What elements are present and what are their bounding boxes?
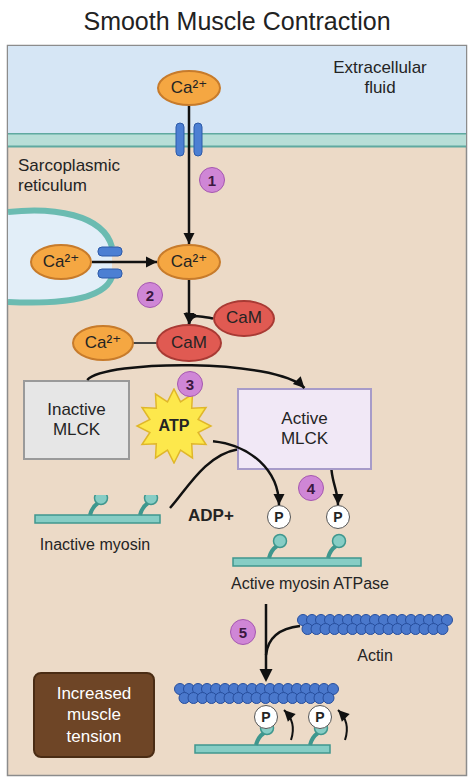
connector-line (189, 316, 213, 324)
connector-line (332, 470, 339, 505)
actin-filament: Actin (295, 612, 455, 670)
star-shape (137, 389, 211, 463)
node-text: Ca²⁺ (43, 252, 79, 272)
myosin-stalk (328, 546, 336, 558)
myosin-stalk (90, 503, 98, 515)
phosphate-circle: P (267, 505, 291, 529)
myosin-stalk (310, 733, 318, 745)
cell-membrane (8, 133, 466, 147)
pull-arrow-head (338, 710, 350, 722)
myosin-head (274, 535, 287, 548)
actin-bead (323, 693, 334, 704)
arrow-head (186, 312, 197, 324)
node-text: Active MLCK (265, 409, 345, 450)
arrow-head (184, 313, 195, 324)
diagram-title: Smooth Muscle Contraction (0, 7, 474, 36)
myosin-head (145, 495, 158, 505)
connector-arrow (184, 280, 195, 324)
actin-bead (437, 624, 448, 635)
calmodulin: CaM (156, 324, 222, 362)
arrow-head (274, 494, 285, 505)
callout-number: 5 (230, 619, 256, 645)
node-text: P (333, 509, 342, 526)
connector-arrow (170, 450, 237, 509)
myosin-stalk (256, 733, 264, 745)
node-text: P (261, 709, 270, 726)
callout-number: 3 (177, 371, 203, 397)
node-text: Ca²⁺ (171, 252, 207, 272)
reticulum-lumen (8, 211, 112, 303)
actin-merge-line (266, 626, 300, 655)
connector-line (170, 450, 237, 509)
step-arrow-shaft (265, 604, 268, 671)
arrow-head (146, 257, 157, 268)
myosin-bar (35, 515, 160, 523)
ion-channel (98, 269, 122, 278)
node-text: Inactive MLCK (32, 400, 122, 441)
node-text: Extracellular fluid (320, 58, 440, 99)
pull-arrow-head (284, 710, 296, 722)
node-text: P (315, 709, 324, 726)
calcium-ion: Ca²⁺ (157, 70, 221, 106)
membrane-edge (8, 146, 466, 148)
reaction-label: ADP+ (188, 506, 234, 526)
calcium-ion: Ca²⁺ (157, 244, 221, 280)
calcium-ion: Ca²⁺ (72, 325, 134, 361)
node-text: Increased muscle tension (44, 683, 144, 747)
callout-number: 1 (199, 167, 225, 193)
node-text: P (274, 509, 283, 526)
node-text: Sarcoplasmic reticulum (18, 156, 143, 197)
sarcoplasmic-reticulum-shape (8, 152, 148, 307)
phosphate-circle: P (326, 505, 350, 529)
node-text: CaM (171, 333, 207, 353)
callout-number: 2 (137, 282, 163, 308)
myosin-bar (233, 558, 361, 566)
myosin-stalk (140, 503, 148, 515)
myosin-stalk (269, 546, 277, 558)
calcium-ion: Ca²⁺ (30, 244, 92, 280)
myosin-head (333, 535, 346, 548)
sarcoplasmic-reticulum: Sarcoplasmic reticulumCa²⁺ (8, 152, 148, 307)
node-text: Ca²⁺ (171, 78, 207, 98)
node-text: Ca²⁺ (85, 333, 121, 353)
phosphate-circle: P (254, 705, 278, 729)
complex-link (133, 342, 158, 344)
callout-number: 4 (298, 475, 324, 501)
myosin-bar (195, 745, 330, 753)
extracellular-region: Extracellular fluid Ca²⁺ (8, 46, 466, 133)
calmodulin: CaM (213, 300, 275, 337)
enzyme-box: Inactive MLCK (23, 380, 130, 460)
phosphate-circle: P (308, 705, 332, 729)
ion-channel (98, 247, 122, 256)
cell-panel (8, 46, 467, 776)
node-text: ATP (159, 416, 190, 435)
arrow-head (333, 494, 344, 505)
connector-line (188, 280, 191, 324)
myosin-head (95, 495, 108, 505)
step-arrow-head (260, 669, 273, 682)
arrow-head (184, 233, 195, 244)
outcome-box: Increased muscle tension (33, 672, 155, 758)
node-text: CaM (226, 308, 262, 328)
enzyme-box: Active MLCK (237, 388, 372, 470)
myosin-filament: Inactive myosin (20, 495, 170, 560)
node-text: Actin (295, 646, 455, 665)
node-text: Active myosin ATPase (215, 574, 405, 593)
arrow-head (293, 376, 305, 388)
atp-star: ATP (135, 388, 213, 464)
connector-arrow (186, 312, 213, 324)
reticulum-membrane (8, 211, 112, 303)
node-text: Inactive myosin (20, 535, 170, 554)
myosin-filament: Active myosin ATPase P P (215, 500, 405, 600)
connector-arrow (332, 470, 344, 505)
